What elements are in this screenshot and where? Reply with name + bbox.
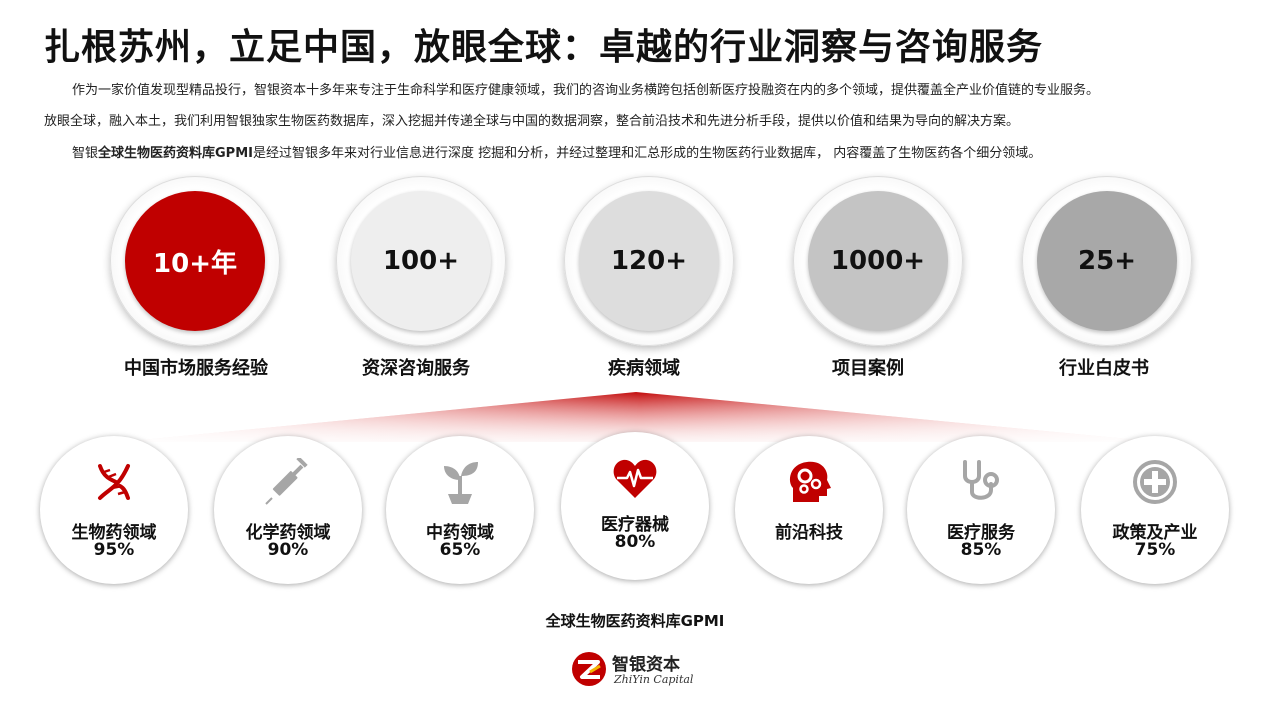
domain-name: 医疗器械 bbox=[601, 515, 669, 535]
domain-coverage: 65% bbox=[439, 540, 481, 560]
p3-rest: 是经过智银多年来对行业信息进行深度 挖掘和分析，并经过整理和汇总形成的生物医药行… bbox=[253, 146, 1042, 161]
domain-circle-medical-services: 医疗服务 85% bbox=[907, 436, 1055, 584]
domain-coverage: 90% bbox=[267, 540, 309, 560]
domain-name: 生物药领域 bbox=[71, 523, 157, 543]
seedling-icon bbox=[444, 462, 478, 504]
stat-value: 1000+ bbox=[808, 191, 948, 331]
syringe-icon bbox=[265, 458, 308, 505]
stat-circle-diseases: 120+ bbox=[564, 176, 734, 346]
stat-circle-cases: 1000+ bbox=[793, 176, 963, 346]
logo-mark-icon bbox=[572, 652, 606, 686]
stat-label: 资深咨询服务 bbox=[362, 358, 470, 379]
database-label: 全球生物医药资料库GPMI bbox=[545, 612, 725, 630]
stat-label: 疾病领域 bbox=[608, 358, 680, 379]
logo-text-cn: 智银资本 bbox=[612, 655, 680, 675]
stat-value: 25+ bbox=[1037, 191, 1177, 331]
dna-icon bbox=[98, 464, 130, 500]
heartbeat-icon bbox=[613, 459, 657, 498]
domain-circle-devices: 医疗器械 80% bbox=[561, 432, 709, 580]
domain-name: 化学药领域 bbox=[245, 523, 331, 543]
stat-circle-experience: 10+年 bbox=[110, 176, 280, 346]
intro-paragraph-1: 作为一家价值发现型精品投行，智银资本十多年来专注于生命科学和医疗健康领域，我们的… bbox=[72, 83, 1100, 98]
domain-coverage: 95% bbox=[93, 540, 135, 560]
domain-circle-policy: 政策及产业 75% bbox=[1081, 436, 1229, 584]
plus-circle-icon bbox=[1133, 460, 1177, 504]
intro-paragraph-2: 放眼全球，融入本土，我们利用智银独家生物医药数据库，深入挖掘并传递全球与中国的数… bbox=[44, 114, 1020, 129]
domain-name: 中药领域 bbox=[426, 523, 494, 543]
stat-label: 项目案例 bbox=[832, 358, 904, 379]
logo-text-en: ZhiYin Capital bbox=[614, 673, 694, 686]
domain-name: 政策及产业 bbox=[1112, 523, 1198, 543]
funnel-wedge bbox=[120, 392, 1160, 442]
stat-value: 120+ bbox=[579, 191, 719, 331]
gpmi-highlight: 全球生物医药资料库GPMI bbox=[98, 146, 253, 161]
stat-value: 100+ bbox=[351, 191, 491, 331]
stat-circle-consulting: 100+ bbox=[336, 176, 506, 346]
domain-coverage: 75% bbox=[1134, 540, 1176, 560]
page-title: 扎根苏州，立足中国，放眼全球：卓越的行业洞察与咨询服务 bbox=[44, 27, 1044, 68]
intro-paragraph-3: 智银全球生物医药资料库GPMI是经过智银多年来对行业信息进行深度 挖掘和分析，并… bbox=[44, 142, 1244, 161]
stat-circle-whitepapers: 25+ bbox=[1022, 176, 1192, 346]
domain-circle-chemical: 化学药领域 90% bbox=[214, 436, 362, 584]
stethoscope-icon bbox=[963, 460, 999, 500]
domain-circle-tcm: 中药领域 65% bbox=[386, 436, 534, 584]
domain-name: 前沿科技 bbox=[775, 523, 843, 543]
domain-name: 医疗服务 bbox=[947, 523, 1015, 543]
company-logo: 智银资本 ZhiYin Capital bbox=[570, 646, 700, 690]
brain-gears-icon bbox=[789, 461, 831, 502]
domain-circle-biologics: 生物药领域 95% bbox=[40, 436, 188, 584]
stat-label: 行业白皮书 bbox=[1059, 358, 1149, 379]
p3-lead: 智银 bbox=[72, 146, 99, 161]
domain-coverage: 85% bbox=[960, 540, 1002, 560]
domain-coverage: 80% bbox=[614, 532, 656, 552]
stat-label: 中国市场服务经验 bbox=[124, 358, 268, 379]
stat-value: 10+年 bbox=[125, 191, 265, 331]
domain-circle-frontier-tech: 前沿科技 bbox=[735, 436, 883, 584]
